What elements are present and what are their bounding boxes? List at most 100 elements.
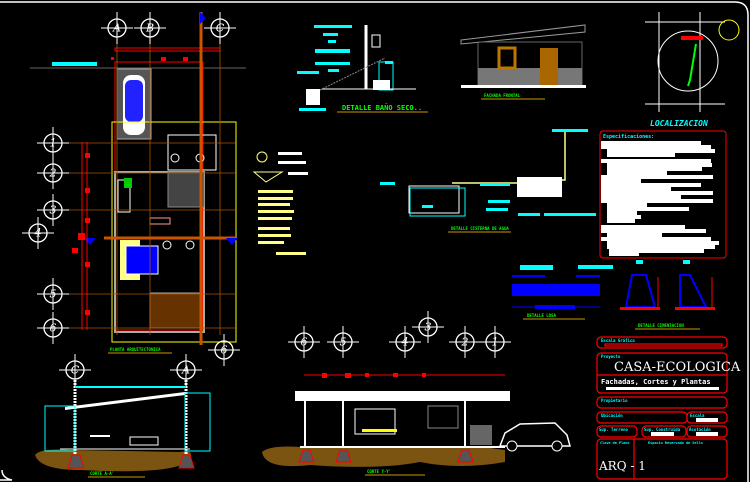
dimension-label: Acotación [689, 427, 711, 432]
grid-bubble-label: 3 [425, 321, 432, 334]
grid-bubble-label: 3 [50, 204, 57, 217]
dry-toilet-detail[interactable]: DETALLE BAÑO SECO.. [297, 25, 428, 113]
grid-bubble-label: A [112, 22, 121, 35]
grid-bubble-crosshair [412, 311, 444, 343]
cistern-title: DETALLE CISTERNA DE AGUA [451, 226, 509, 231]
grid-bubble-section-yy-2: 4 [389, 326, 421, 358]
grid-bubble-label: 6 [301, 336, 308, 349]
grid-bubble-crosshair [327, 326, 359, 358]
foundation-title: DETALLE CIMENTACION [638, 323, 684, 328]
grid-bubble-section-yy-1: 5 [327, 326, 359, 358]
grid-bubble-circle [28, 223, 48, 243]
grid-bubble-circle [176, 360, 196, 380]
scale-bar-label: Escala Gráfica [601, 338, 635, 343]
grid-bubble-plan-left-0: 1 [37, 127, 69, 159]
grid-bubble-section-yy-3: 3 [412, 311, 444, 343]
grid-bubble-circle [107, 18, 127, 38]
section-yy[interactable]: CORTE Y-Y' [262, 373, 571, 476]
front-facade-title: FACHADA FRONTAL [484, 93, 521, 98]
sheet-key: ARQ - 1 [598, 459, 646, 473]
project-label: Proyecto [601, 354, 621, 359]
owner-label: Propietario [601, 398, 628, 403]
grid-bubble-plan-left-2: 3 [37, 194, 69, 226]
grid-bubble-label: 4 [401, 336, 409, 349]
floor-plan-title: PLANTA ARQUITECTONICA [110, 347, 161, 352]
grid-bubble-plan-left-4: 5 [37, 278, 69, 310]
grid-bubble-crosshair [101, 12, 133, 44]
grid-bubble-crosshair [204, 12, 236, 44]
grid-bubble-crosshair [37, 312, 69, 344]
grid-bubble-circle [43, 133, 63, 153]
scale-field-label: Escala [690, 413, 705, 418]
cistern-detail[interactable]: DETALLE CISTERNA DE AGUA [380, 129, 596, 233]
stamp-label: Espacio Reservado de Sello [648, 441, 703, 445]
grid-bubble-label: 1 [492, 336, 499, 349]
grid-bubble-label: 2 [461, 336, 469, 349]
project-name: CASA-ECOLOGICA [614, 360, 741, 375]
grid-bubble-plan-top-2: C [204, 12, 236, 44]
grid-bubble-crosshair [479, 326, 511, 358]
grid-bubble-crosshair [22, 217, 54, 249]
grid-bubble-label: 5 [340, 336, 347, 349]
grid-bubble-circle [294, 332, 314, 352]
dry-toilet-title: DETALLE BAÑO SECO.. [342, 103, 422, 112]
grid-bubble-plan-left-1: 2 [37, 157, 69, 189]
grid-bubble-plan-left-5: 6 [37, 312, 69, 344]
section-aa[interactable]: CORTE A-A' [35, 380, 211, 478]
grid-bubble-plan-left-3: 4 [22, 217, 54, 249]
grid-bubble-label: 4 [34, 227, 42, 240]
grid-bubble-crosshair [37, 127, 69, 159]
grid-bubble-circle [43, 318, 63, 338]
front-facade[interactable]: FACHADA FRONTAL [460, 24, 586, 100]
grid-bubble-circle [485, 332, 505, 352]
grid-bubble-label: 2 [49, 167, 57, 180]
grid-bubble-crosshair [37, 194, 69, 226]
grid-bubble-section-aa-1: A [170, 354, 202, 386]
grid-bubble-crosshair [170, 354, 202, 386]
foundation-detail[interactable]: DETALLE CIMENTACION [620, 260, 715, 330]
grid-bubble-crosshair [208, 334, 240, 366]
grid-bubble-label: C [216, 22, 225, 35]
grid-bubble-circle [43, 284, 63, 304]
section-aa-title: CORTE A-A' [90, 471, 114, 476]
slab-detail[interactable]: DETALLE LOSA [512, 265, 613, 320]
grid-bubble-label: B [145, 22, 154, 35]
grid-bubble-label: 6 [50, 322, 57, 335]
sheet-subtitle: Fachadas, Cortes y Plantas [601, 378, 711, 386]
grid-bubble-plan-bottom-0: 6 [208, 334, 240, 366]
built-area-label: Sup. Construida [644, 427, 681, 432]
grid-bubble-circle [214, 340, 234, 360]
grid-bubble-circle [43, 200, 63, 220]
grid-bubble-plan-top-1: B [134, 12, 166, 44]
grid-bubble-crosshair [389, 326, 421, 358]
slab-title: DETALLE LOSA [527, 313, 556, 318]
location-map[interactable]: LOCALIZACION [645, 12, 740, 128]
grid-bubble-circle [43, 163, 63, 183]
grid-bubble-label: 5 [50, 288, 57, 301]
grid-bubble-section-yy-0: 6 [288, 326, 320, 358]
grid-bubble-label: 6 [221, 344, 228, 357]
sheet-key-label: Clave de Plano [600, 441, 630, 445]
floor-plan[interactable]: PLANTA ARQUITECTONICA [30, 12, 308, 354]
grid-bubble-crosshair [134, 12, 166, 44]
location-title: LOCALIZACION [650, 119, 708, 128]
grid-bubble-label: 1 [50, 137, 57, 150]
location-label: Ubicación [601, 413, 623, 418]
grid-bubble-circle [140, 18, 160, 38]
grid-bubble-crosshair [37, 157, 69, 189]
lot-area-label: Sup. Terreno [599, 427, 628, 432]
grid-bubble-plan-top-0: A [101, 12, 133, 44]
grid-bubble-crosshair [59, 354, 91, 386]
grid-bubble-section-aa-0: C [59, 354, 91, 386]
grid-bubble-circle [210, 18, 230, 38]
grid-bubble-circle [395, 332, 415, 352]
grid-bubble-circle [418, 317, 438, 337]
grid-bubble-circle [333, 332, 353, 352]
title-block: Escala Gráfica Proyecto CASA-ECOLOGICA F… [596, 336, 741, 480]
grid-bubble-label: C [71, 364, 80, 377]
grid-bubble-circle [65, 360, 85, 380]
grid-bubble-crosshair [288, 326, 320, 358]
